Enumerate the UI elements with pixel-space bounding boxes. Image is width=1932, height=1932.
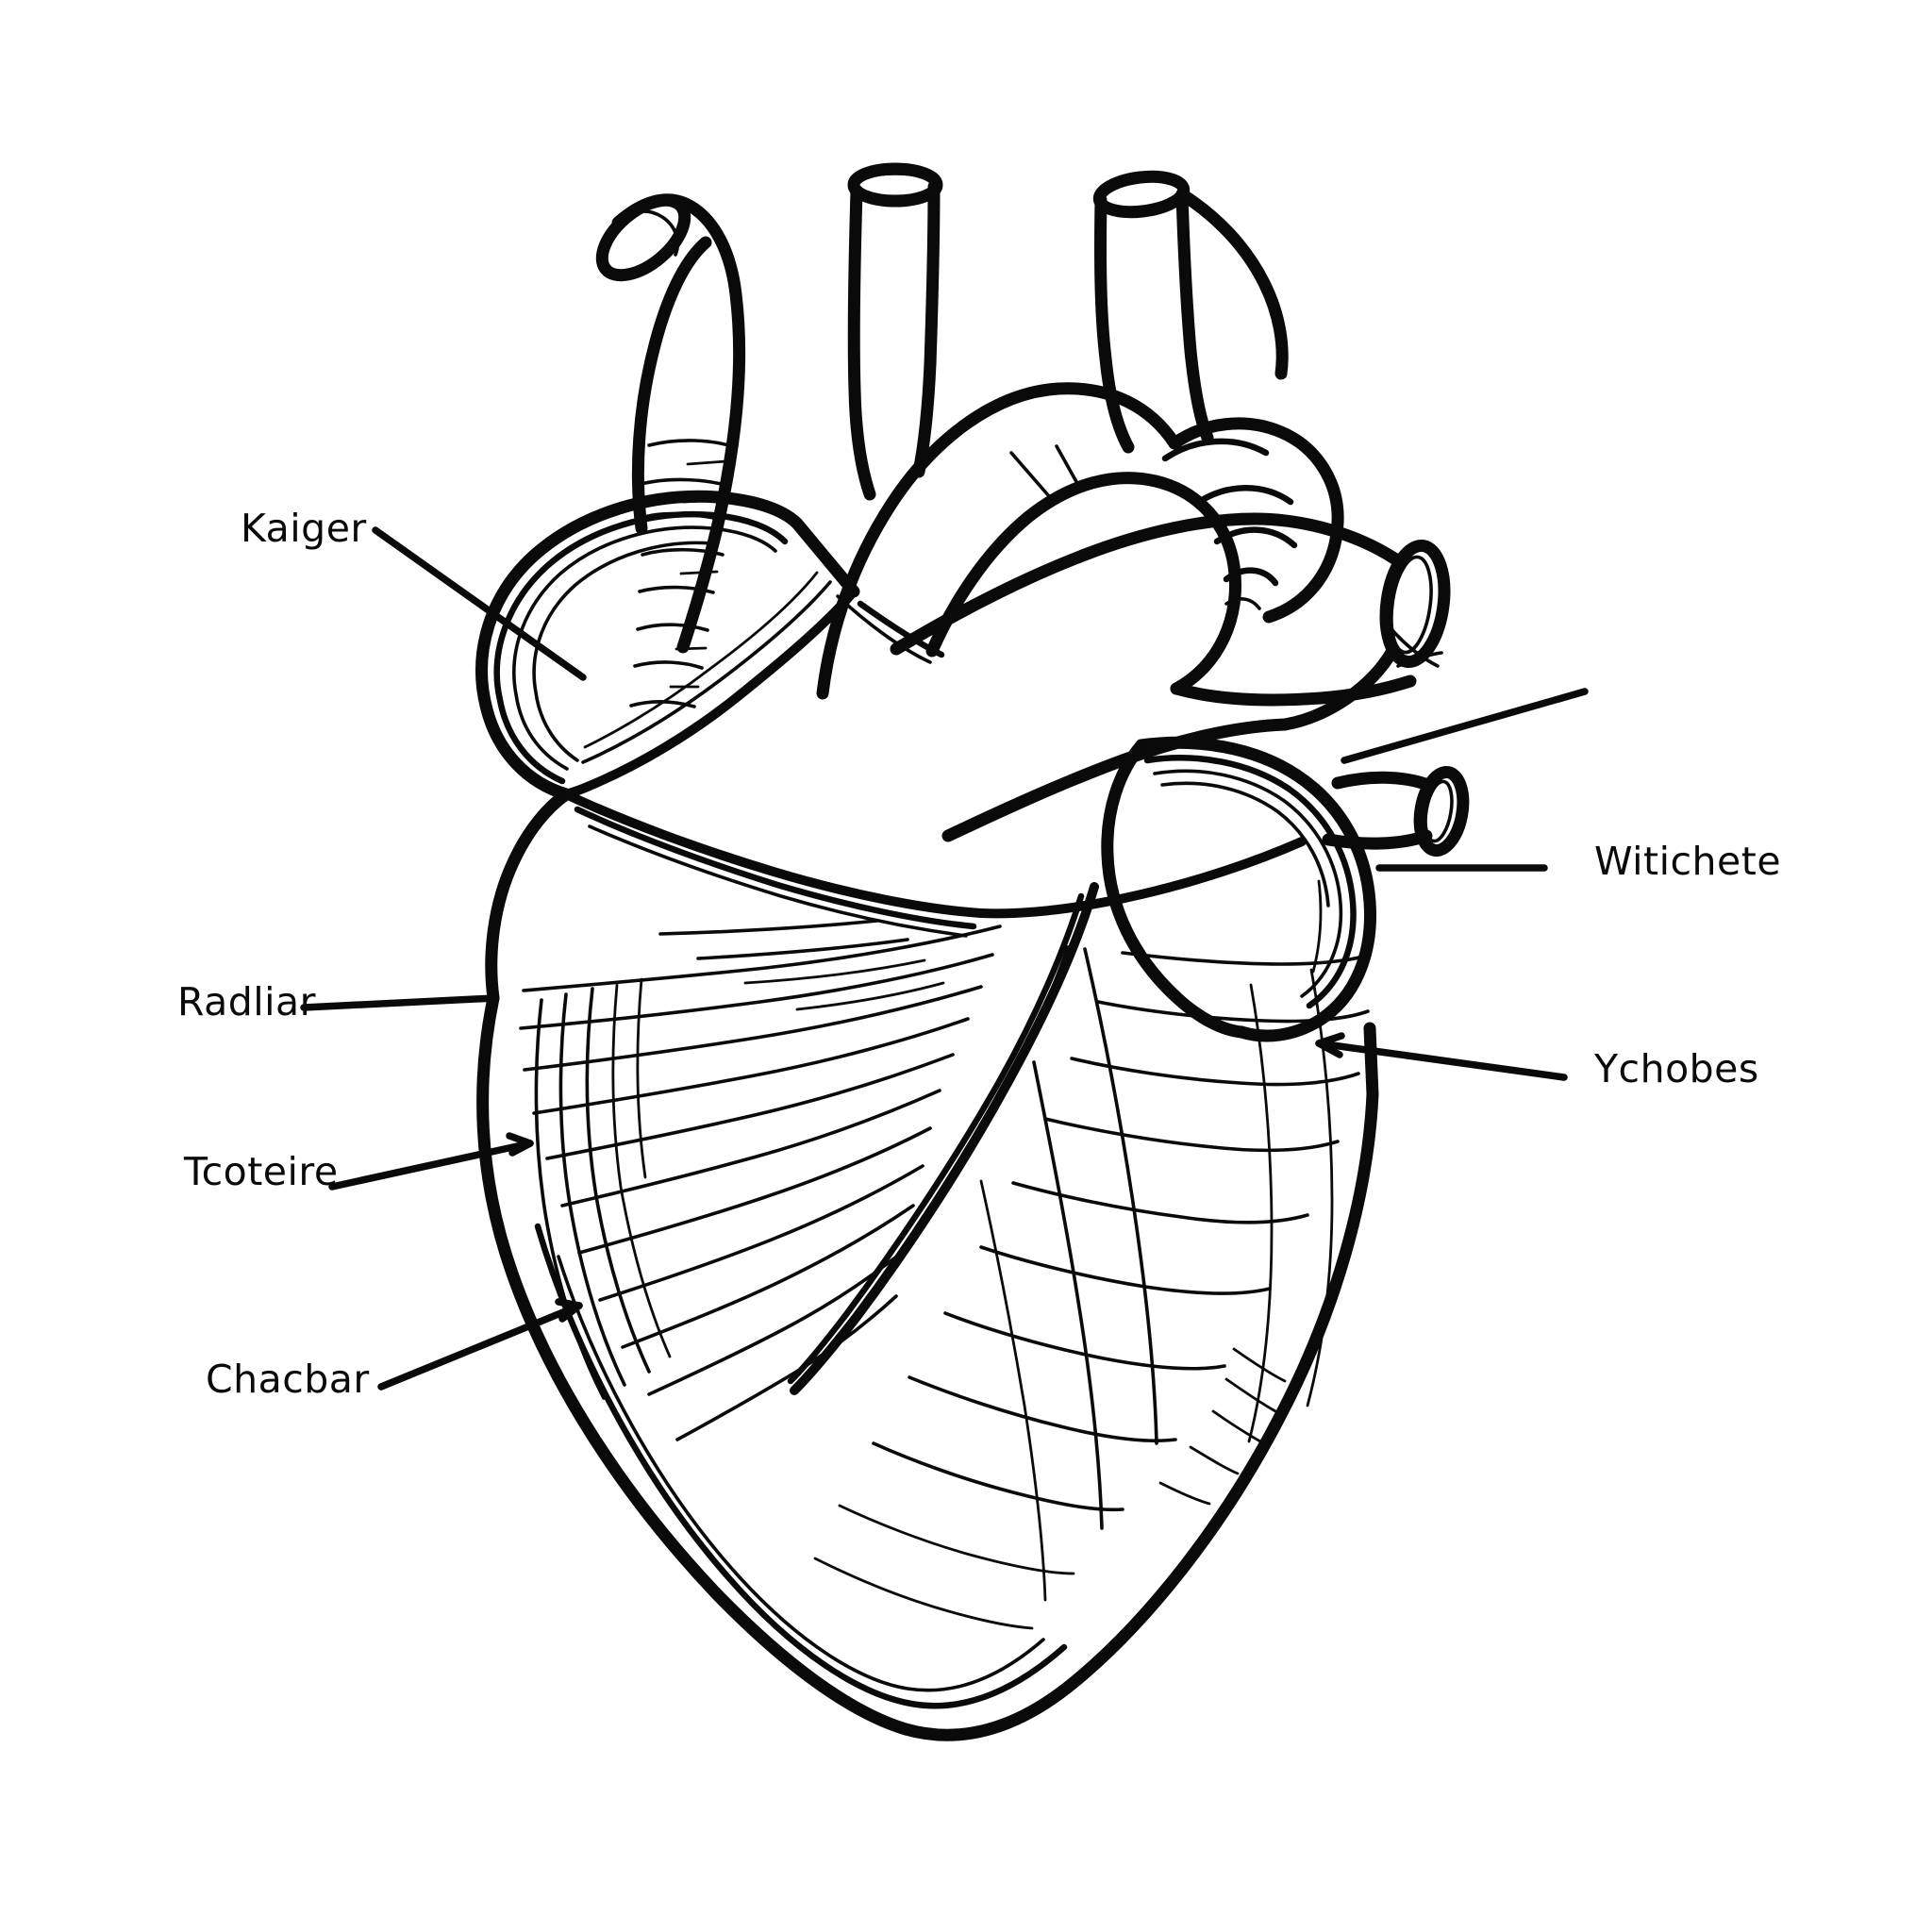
atrioventricular-groove <box>561 790 1307 938</box>
heart-body-outline <box>476 788 1379 1741</box>
leader-kaiger <box>372 526 587 681</box>
apex-of-heart <box>534 1223 1068 1709</box>
pulmonary-trunk <box>890 512 1451 842</box>
aortic-arch <box>816 382 1417 707</box>
label-ychobes: Ychobes <box>1594 1046 1759 1091</box>
leader-radliar <box>300 994 499 1011</box>
leader-chacbar <box>377 1298 583 1391</box>
label-witichete: Witichete <box>1594 839 1782 884</box>
left-subclavian-artery <box>1175 188 1289 380</box>
superior-vena-cava <box>595 193 746 708</box>
label-chacbar: Chacbar <box>206 1357 370 1402</box>
left-ventricle-striations <box>519 919 1002 1441</box>
right-pulmonary-vein <box>1322 765 1470 858</box>
left-atrium-appendage <box>475 490 860 801</box>
label-tcoteire: Tcoteire <box>184 1149 339 1194</box>
leader-unlabeled-pointer <box>1341 688 1589 764</box>
leader-tcoteire <box>328 1132 534 1191</box>
leader-lines <box>300 526 1589 1391</box>
vessel-opening-upper-right <box>1248 512 1451 731</box>
right-ventricle-striations <box>813 947 1372 1630</box>
leader-ychobes <box>1315 1032 1568 1081</box>
label-kaiger: Kaiger <box>241 506 367 551</box>
brachiocephalic-trunk <box>847 162 943 501</box>
label-radliar: Radliar <box>177 979 316 1024</box>
left-common-carotid-artery <box>1092 170 1214 454</box>
